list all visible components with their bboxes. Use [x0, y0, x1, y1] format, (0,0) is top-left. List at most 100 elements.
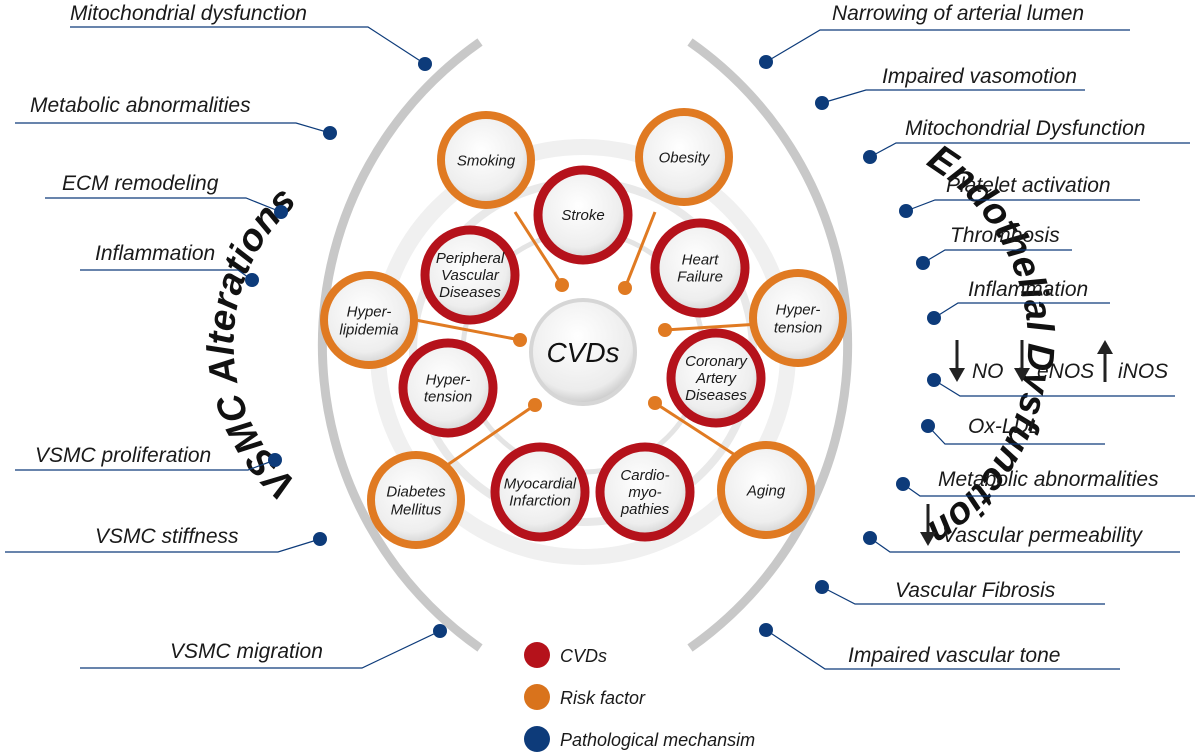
down-arrow-icon: [949, 340, 965, 382]
mechanism-label: Thrombosis: [950, 224, 1060, 247]
right-arc: [687, 38, 853, 652]
center-node: CVDs: [529, 298, 637, 406]
risk-factor-node: Obesity: [635, 108, 733, 206]
risk-factor-node: Hyper-lipidemia: [320, 271, 418, 369]
cvd-node-ring: [398, 338, 498, 438]
mechanism-label: Impaired vasomotion: [882, 65, 1077, 88]
center-label: CVDs: [546, 337, 619, 368]
mechanism-dot: [927, 311, 941, 325]
mechanism-label: Mitochondrial Dysfunction: [905, 117, 1145, 140]
cvd-node: Hyper-tension: [398, 338, 498, 438]
up-arrow-icon: [1097, 340, 1113, 382]
left-mechanism-item: Metabolic abnormalities: [15, 94, 337, 140]
cvd-node-label: Heart: [682, 251, 720, 268]
right-mechanism-item: Impaired vascular tone: [759, 623, 1120, 670]
right-mechanism-item: Metabolic abnormalities: [896, 468, 1195, 497]
left-mechanisms: Mitochondrial dysfunction Metabolic abno…: [5, 2, 447, 669]
left-mechanism-item: Mitochondrial dysfunction: [70, 2, 432, 71]
right-mechanism-item: Thrombosis: [916, 224, 1072, 270]
risk-factor-node-ring: [437, 111, 535, 209]
cvd-node-label: pathies: [620, 501, 670, 518]
risk-factor-node-ring: [320, 271, 418, 369]
legend-label: Risk factor: [560, 688, 646, 708]
mechanism-label: eNOS: [1037, 360, 1094, 383]
cvd-node-label: Failure: [677, 268, 723, 285]
mechanism-dot: [274, 205, 288, 219]
cvd-node-label: Stroke: [561, 207, 604, 224]
mechanism-label: Narrowing of arterial lumen: [832, 2, 1084, 25]
risk-factor-node: Smoking: [437, 111, 535, 209]
right-mechanism-item-nos: NO eNOS iNOS: [927, 340, 1175, 397]
risk-connector-dots: [513, 278, 672, 412]
risk-factor-node-label: Mellitus: [391, 501, 442, 518]
risk-factor-node-ring: [367, 451, 465, 549]
risk-factor-node-ring: [717, 441, 815, 539]
mechanism-dot: [863, 150, 877, 164]
left-mechanism-item: Inflammation: [80, 242, 259, 287]
risk-factor-node: Aging: [717, 441, 815, 539]
risk-factor-node-label: Hyper-: [776, 301, 821, 318]
legend-item: Pathological mechansim: [524, 726, 755, 752]
mechanism-label: VSMC proliferation: [35, 444, 211, 467]
legend-item: CVDs: [524, 642, 607, 668]
mechanism-label: Inflammation: [968, 278, 1088, 301]
risk-factor-node-label: Smoking: [457, 152, 516, 169]
mechanism-label: iNOS: [1118, 360, 1168, 383]
mechanism-dot: [927, 373, 941, 387]
down-arrow-icon: [1014, 340, 1030, 382]
mechanism-dot: [433, 624, 447, 638]
risk-factor-node: Hyper-tension: [749, 269, 847, 367]
left-mechanism-item: VSMC stiffness: [5, 525, 327, 553]
mechanism-label: Ox-LDL: [968, 415, 1040, 438]
mechanism-label: Vascular Fibrosis: [895, 579, 1056, 602]
cvd-node-label: Coronary: [685, 353, 748, 370]
cvd-node-label: Artery: [695, 370, 738, 387]
mechanism-label: Inflammation: [95, 242, 215, 265]
mechanism-dot: [916, 256, 930, 270]
cvd-node-label: Myocardial: [504, 475, 577, 492]
mechanism-dot: [863, 531, 877, 545]
cvd-node-label: myo-: [628, 484, 661, 501]
mechanism-label: Impaired vascular tone: [848, 644, 1060, 667]
cvd-nodes: StrokeHeartFailureCoronaryArteryDiseases…: [398, 165, 766, 542]
down-arrow-icon: [920, 504, 936, 546]
cvd-node-label: Diseases: [685, 387, 747, 404]
mechanism-label: NO: [972, 360, 1004, 383]
right-mechanism-item: Impaired vasomotion: [815, 65, 1085, 110]
mechanism-label: VSMC stiffness: [95, 525, 239, 548]
right-mechanism-item: Platelet activation: [899, 174, 1140, 218]
mechanism-label: VSMC migration: [170, 640, 323, 663]
cvd-node: Cardio-myo-pathies: [595, 442, 695, 542]
right-mechanism-item: Ox-LDL: [921, 415, 1105, 445]
right-mechanism-item: Vascular permeability: [863, 504, 1180, 553]
right-mechanism-item: Mitochondrial Dysfunction: [863, 117, 1190, 164]
cvd-node-ring: [490, 442, 590, 542]
right-mechanism-item: Vascular Fibrosis: [815, 579, 1105, 605]
risk-factor-node-label: Hyper-: [347, 303, 392, 320]
mechanism-dot: [418, 57, 432, 71]
mechanism-dot: [323, 126, 337, 140]
mechanism-dot: [815, 580, 829, 594]
cvd-node-label: Infarction: [509, 492, 571, 509]
mechanism-dot: [245, 273, 259, 287]
risk-factor-node-label: lipidemia: [339, 321, 398, 338]
legend-label: CVDs: [560, 646, 607, 666]
risk-factor-node-label: Diabetes: [386, 483, 446, 500]
risk-factor-node-label: Aging: [746, 482, 786, 499]
right-mechanism-item: Inflammation: [927, 278, 1110, 325]
mechanism-dot: [921, 419, 935, 433]
legend-label: Pathological mechansim: [560, 730, 755, 750]
cvd-node-ring: [420, 225, 520, 325]
cvd-node-ring: [533, 165, 633, 265]
risk-factor-node-ring: [749, 269, 847, 367]
risk-factor-node-label: tension: [774, 319, 822, 336]
mechanism-dot: [899, 204, 913, 218]
mechanism-label: Metabolic abnormalities: [938, 468, 1159, 491]
cvd-node-ring: [666, 328, 766, 428]
